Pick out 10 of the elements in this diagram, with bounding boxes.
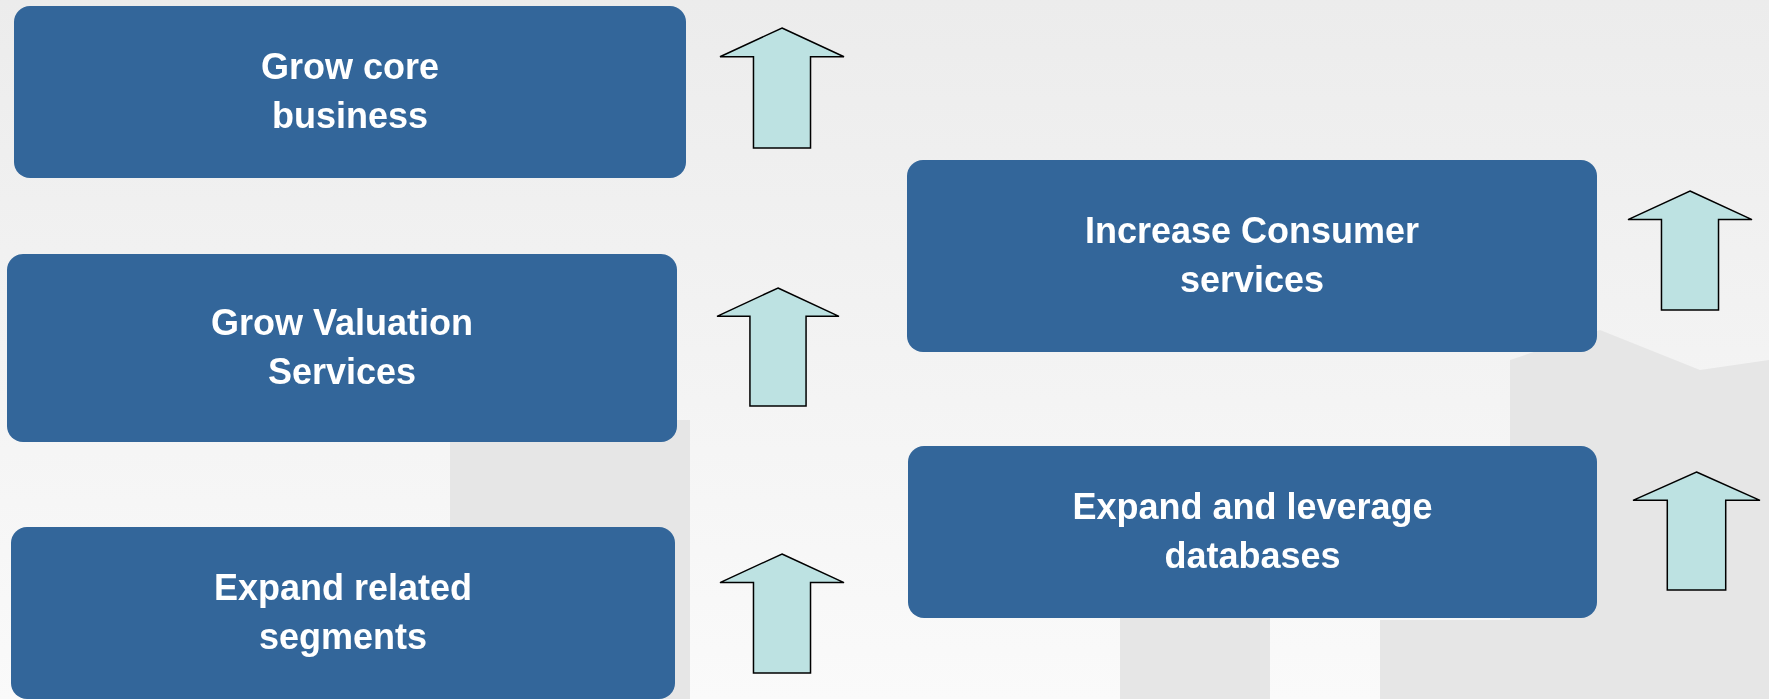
goal-text: Expand and leverage databases bbox=[1071, 485, 1434, 578]
goal-box bbox=[11, 527, 675, 699]
goal-box bbox=[7, 254, 677, 442]
goal-text: Increase Consumer services bbox=[1083, 209, 1421, 302]
goal-box bbox=[908, 446, 1597, 618]
goal-text: Expand related segments bbox=[212, 566, 474, 659]
goal-text: Grow Valuation Services bbox=[209, 301, 474, 394]
goal-box bbox=[14, 6, 686, 178]
goal-text: Grow core business bbox=[259, 45, 441, 138]
goal-box bbox=[907, 160, 1597, 352]
